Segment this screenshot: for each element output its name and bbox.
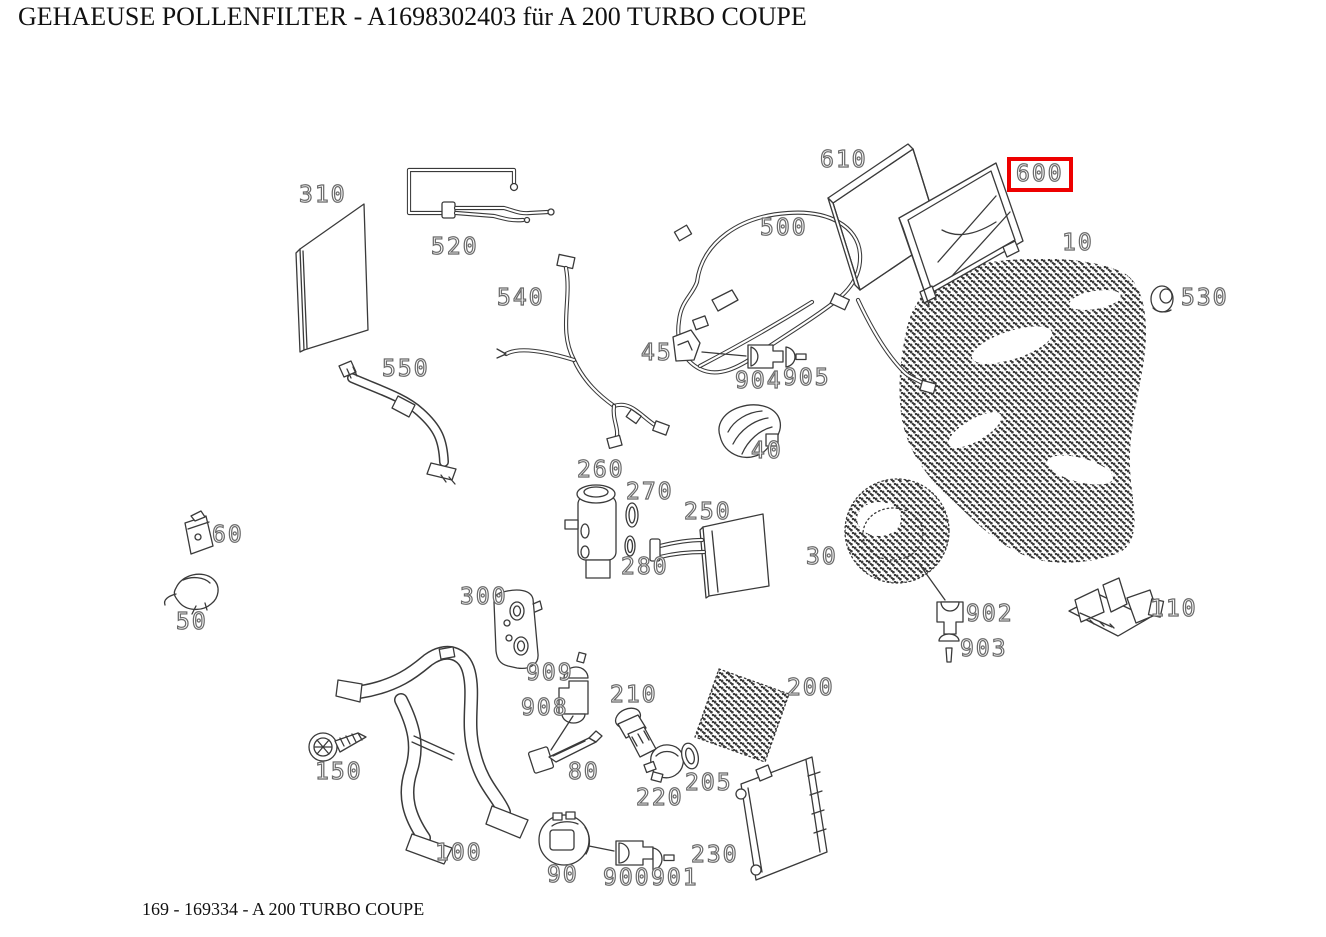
part-drawing-200-core bbox=[694, 668, 790, 763]
part-callout-270[interactable]: 270 bbox=[625, 479, 674, 505]
part-callout-902[interactable]: 902 bbox=[965, 601, 1014, 627]
part-drawing-100-duct-frame bbox=[335, 645, 529, 865]
part-drawing-903-screw bbox=[938, 633, 960, 663]
part-drawing-250-evaporator bbox=[649, 513, 770, 599]
part-callout-80[interactable]: 80 bbox=[567, 759, 600, 785]
part-drawing-904-symbol bbox=[747, 344, 784, 369]
part-drawing-45-sensor bbox=[672, 329, 701, 362]
part-drawing-270-oring bbox=[625, 502, 639, 528]
part-callout-205[interactable]: 205 bbox=[684, 770, 733, 796]
page-title: GEHAEUSE POLLENFILTER - A1698302403 für … bbox=[18, 2, 807, 31]
part-callout-200[interactable]: 200 bbox=[786, 675, 835, 701]
part-callout-905[interactable]: 905 bbox=[782, 365, 831, 391]
part-drawing-60-actuator bbox=[184, 510, 214, 555]
part-callout-903[interactable]: 903 bbox=[959, 636, 1008, 662]
part-drawing-230-heater-core bbox=[735, 756, 828, 881]
part-callout-50[interactable]: 50 bbox=[175, 609, 208, 635]
part-drawing-90-sensor bbox=[538, 811, 591, 866]
part-callout-110[interactable]: 110 bbox=[1149, 596, 1198, 622]
part-drawing-260-valve bbox=[564, 484, 617, 579]
part-drawing-530-nut bbox=[1150, 285, 1174, 313]
part-callout-530[interactable]: 530 bbox=[1180, 285, 1229, 311]
part-callout-904[interactable]: 904 bbox=[734, 368, 783, 394]
part-callout-500[interactable]: 500 bbox=[759, 215, 808, 241]
part-drawing-900-symbol bbox=[615, 840, 654, 866]
part-callout-550[interactable]: 550 bbox=[381, 356, 430, 382]
part-callout-900[interactable]: 900 bbox=[602, 865, 651, 891]
part-drawing-80-sensor bbox=[527, 730, 603, 774]
part-callout-210[interactable]: 210 bbox=[609, 682, 658, 708]
part-drawing-540-harness bbox=[496, 253, 670, 450]
leader-line-908-80 bbox=[550, 715, 574, 751]
part-drawing-909-cap bbox=[563, 651, 589, 679]
part-callout-90[interactable]: 90 bbox=[546, 862, 579, 888]
part-drawing-50-bracket bbox=[163, 573, 219, 615]
part-drawing-30-blower bbox=[844, 478, 950, 584]
part-drawing-600-housing bbox=[898, 162, 1024, 306]
part-callout-610[interactable]: 610 bbox=[819, 147, 868, 173]
part-callout-600[interactable]: 600 bbox=[1007, 157, 1073, 192]
footer-caption: 169 - 169334 - A 200 TURBO COUPE bbox=[142, 899, 425, 919]
part-drawing-210-bolt bbox=[614, 707, 657, 758]
part-callout-150[interactable]: 150 bbox=[314, 759, 363, 785]
part-drawing-905-symbol bbox=[785, 346, 807, 368]
part-drawing-500-harness bbox=[673, 210, 937, 395]
leader-line-30-902 bbox=[919, 564, 946, 601]
part-callout-909[interactable]: 909 bbox=[525, 660, 574, 686]
part-drawing-902-symbol bbox=[936, 601, 964, 635]
part-callout-40[interactable]: 40 bbox=[750, 438, 783, 464]
part-drawing-205-oring bbox=[680, 742, 700, 770]
part-drawing-40-duct bbox=[718, 404, 781, 459]
part-drawing-300-plate bbox=[493, 589, 543, 670]
part-callout-300[interactable]: 300 bbox=[459, 584, 508, 610]
part-callout-280[interactable]: 280 bbox=[620, 554, 669, 580]
part-drawing-901-symbol bbox=[652, 847, 675, 871]
part-callout-30[interactable]: 30 bbox=[805, 544, 838, 570]
leader-line-45-904 bbox=[701, 351, 747, 357]
part-drawing-220-fitting bbox=[643, 744, 685, 783]
part-callout-250[interactable]: 250 bbox=[683, 499, 732, 525]
part-callout-10[interactable]: 10 bbox=[1061, 230, 1094, 256]
part-drawing-110-bracket bbox=[1068, 577, 1165, 637]
part-drawing-10-engine bbox=[899, 258, 1147, 563]
part-callout-230[interactable]: 230 bbox=[690, 842, 739, 868]
part-callout-310[interactable]: 310 bbox=[298, 182, 347, 208]
leader-line-90-900 bbox=[588, 845, 615, 852]
part-callout-540[interactable]: 540 bbox=[496, 285, 545, 311]
part-drawing-908-symbol bbox=[558, 680, 589, 724]
part-callout-520[interactable]: 520 bbox=[430, 234, 479, 260]
part-callout-908[interactable]: 908 bbox=[520, 695, 569, 721]
part-drawing-550-hose bbox=[338, 360, 457, 485]
part-drawing-280-oring bbox=[624, 535, 636, 557]
part-callout-60[interactable]: 60 bbox=[211, 522, 244, 548]
part-callout-100[interactable]: 100 bbox=[434, 840, 483, 866]
part-callout-901[interactable]: 901 bbox=[650, 865, 699, 891]
part-callout-260[interactable]: 260 bbox=[576, 457, 625, 483]
part-callout-220[interactable]: 220 bbox=[635, 785, 684, 811]
part-drawing-520-pipes bbox=[406, 167, 555, 224]
part-drawing-150-screw bbox=[308, 732, 367, 762]
part-drawing-310-panel bbox=[295, 203, 369, 353]
part-callout-45[interactable]: 45 bbox=[640, 340, 673, 366]
